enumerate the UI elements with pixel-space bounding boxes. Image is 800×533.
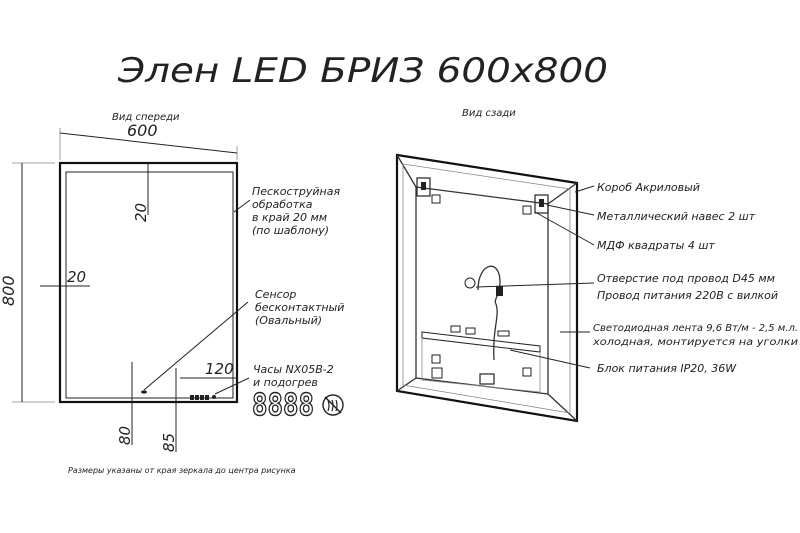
heater-icon — [322, 394, 344, 416]
clock-leader — [214, 377, 250, 395]
leader-box — [574, 185, 595, 193]
dimensions-footnote: Размеры указаны от края зеркала до центр… — [68, 466, 296, 475]
frame-corner-br — [547, 393, 578, 422]
dim-80-text: 80 — [116, 426, 134, 445]
mdf-square-4 — [522, 367, 532, 377]
clock-module — [497, 330, 510, 337]
clock-callout: Часы NX05B-2 и подогрев — [253, 363, 337, 389]
frame-bevel-line — [402, 163, 571, 414]
dim-85-text: 85 — [160, 433, 178, 452]
sensor-module — [450, 325, 461, 333]
front-view-label: Вид спереди — [112, 112, 180, 123]
leader-hanger — [546, 204, 595, 216]
leader-hole — [475, 282, 595, 288]
leader-mdf — [534, 211, 595, 246]
sandblast-callout: Пескоструйная обработка в край 20 мм (по… — [252, 185, 344, 237]
callout-power-supply: Блок питания IP20, 36W — [597, 362, 737, 375]
sensor-leader — [143, 301, 249, 391]
mdf-square-3 — [431, 354, 441, 364]
dim-height-text: 800 — [0, 275, 18, 306]
frame-corner-bl — [396, 377, 417, 392]
sensor-callout: Сенсор бесконтактный (Овальный) — [255, 288, 348, 327]
frame-corner-tl — [396, 154, 417, 188]
mdf-square-2 — [522, 205, 532, 215]
front-view: Вид спереди 600 800 20 20 — [0, 112, 348, 475]
dim-top20-text: 20 — [132, 203, 150, 222]
leader-psu — [509, 349, 591, 369]
dim-width-line — [59, 132, 238, 154]
clock-digits-display: 8888 — [252, 388, 314, 423]
power-plug — [496, 286, 503, 296]
sandblast-border-line — [65, 171, 234, 399]
callout-acrylic-box: Короб Акриловый — [597, 181, 700, 194]
callout-power-cable: Провод питания 220В с вилкой — [597, 289, 778, 302]
clock-on-mirror — [190, 395, 216, 400]
dim-left20-text: 20 — [67, 268, 86, 286]
back-view: Вид сзади — [395, 108, 799, 423]
callout-mdf-squares: МДФ квадраты 4 шт — [597, 239, 715, 252]
dim-width-text: 600 — [127, 121, 158, 140]
back-view-label: Вид сзади — [462, 108, 516, 119]
cable-hole — [464, 277, 476, 289]
driver-module — [431, 367, 443, 379]
drawing-title: Элен LED БРИЗ 600х800 — [117, 51, 608, 91]
metal-hanger-right — [534, 194, 549, 214]
metal-hanger-left — [416, 177, 431, 197]
led-strip — [421, 331, 541, 353]
callout-led-strip: Светодиодная лента 9,6 Вт/м - 2,5 м.л. — [593, 323, 798, 334]
acrylic-box-outer — [395, 153, 579, 423]
callout-cable-hole: Отверстие под провод D45 мм — [597, 272, 775, 285]
power-supply-unit — [479, 373, 495, 385]
frame-corner-tr — [547, 182, 578, 205]
sandblast-leader — [233, 199, 251, 213]
led-strip-frame — [421, 338, 541, 393]
callout-led-mounting: холодная, монтируется на уголки — [592, 337, 799, 348]
sensor-oval — [141, 390, 147, 394]
dim-120-text: 120 — [205, 360, 234, 378]
callout-metal-hanger: Металлический навес 2 шт — [597, 210, 756, 223]
heater-module — [465, 327, 476, 335]
mdf-square-1 — [431, 194, 441, 204]
